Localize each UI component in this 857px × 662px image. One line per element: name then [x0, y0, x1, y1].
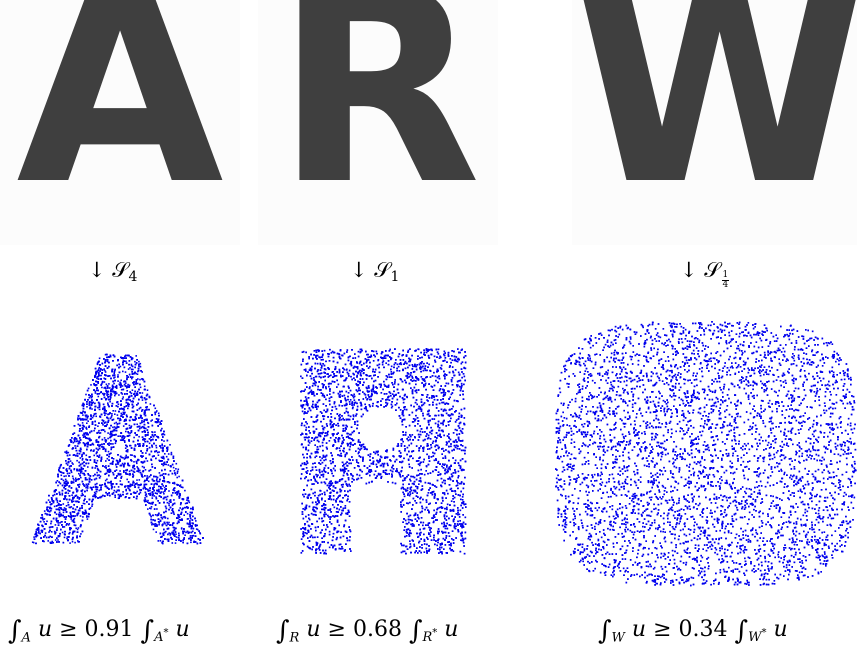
scale-numerator: 1 — [721, 271, 730, 281]
integrand: u — [773, 617, 787, 642]
star: * — [432, 628, 437, 639]
letter-r-image: R — [258, 0, 498, 245]
star: * — [761, 628, 766, 639]
integral-sign: ∫ — [598, 616, 612, 646]
geq-symbol: ≥ — [653, 617, 671, 642]
point-cloud-r — [300, 348, 467, 555]
scale-subscript: 4 — [129, 269, 138, 285]
letter-a-image: A — [0, 0, 240, 245]
letter-r: R — [258, 0, 498, 238]
arrow-symbol: ↓ 𝒮 — [680, 258, 721, 282]
letter-a: A — [0, 0, 240, 238]
integral-sign: ∫ — [141, 616, 155, 646]
ratio-value: 0.34 — [679, 617, 728, 642]
ratio-value: 0.68 — [353, 617, 402, 642]
arrow-label-r: ↓ 𝒮1 — [350, 258, 399, 285]
ratio-value: 0.91 — [85, 617, 134, 642]
integral-domain-star: A — [154, 630, 163, 645]
star: * — [163, 628, 168, 639]
integral-sign: ∫ — [8, 616, 22, 646]
point-cloud-w — [555, 321, 857, 587]
integrand: u — [444, 617, 458, 642]
geq-symbol: ≥ — [59, 617, 77, 642]
integral-domain-star: R — [422, 630, 432, 645]
integral-inequality-w: ∫W u ≥ 0.34 ∫W* u — [598, 616, 788, 646]
letter-w-image: W — [572, 0, 857, 245]
arrow-symbol: ↓ 𝒮 — [88, 258, 129, 282]
integral-domain: W — [612, 630, 625, 645]
scale-denominator: 4 — [722, 281, 730, 290]
integrand: u — [632, 617, 646, 642]
integral-domain: R — [290, 630, 300, 645]
integrand: u — [38, 617, 52, 642]
integral-sign: ∫ — [735, 616, 749, 646]
point-cloud-a — [31, 353, 204, 545]
integral-domain-star: W — [748, 630, 761, 645]
integrand: u — [306, 617, 320, 642]
arrow-label-a: ↓ 𝒮4 — [88, 258, 137, 285]
integral-sign: ∫ — [276, 616, 290, 646]
letter-w: W — [572, 0, 857, 238]
integral-inequality-r: ∫R u ≥ 0.68 ∫R* u — [276, 616, 458, 646]
arrow-symbol: ↓ 𝒮 — [350, 258, 391, 282]
scale-subscript: 1 — [391, 269, 400, 285]
integral-domain: A — [22, 630, 31, 645]
integrand: u — [175, 617, 189, 642]
integral-inequality-a: ∫A u ≥ 0.91 ∫A* u — [8, 616, 190, 646]
integral-sign: ∫ — [409, 616, 423, 646]
geq-symbol: ≥ — [328, 617, 346, 642]
